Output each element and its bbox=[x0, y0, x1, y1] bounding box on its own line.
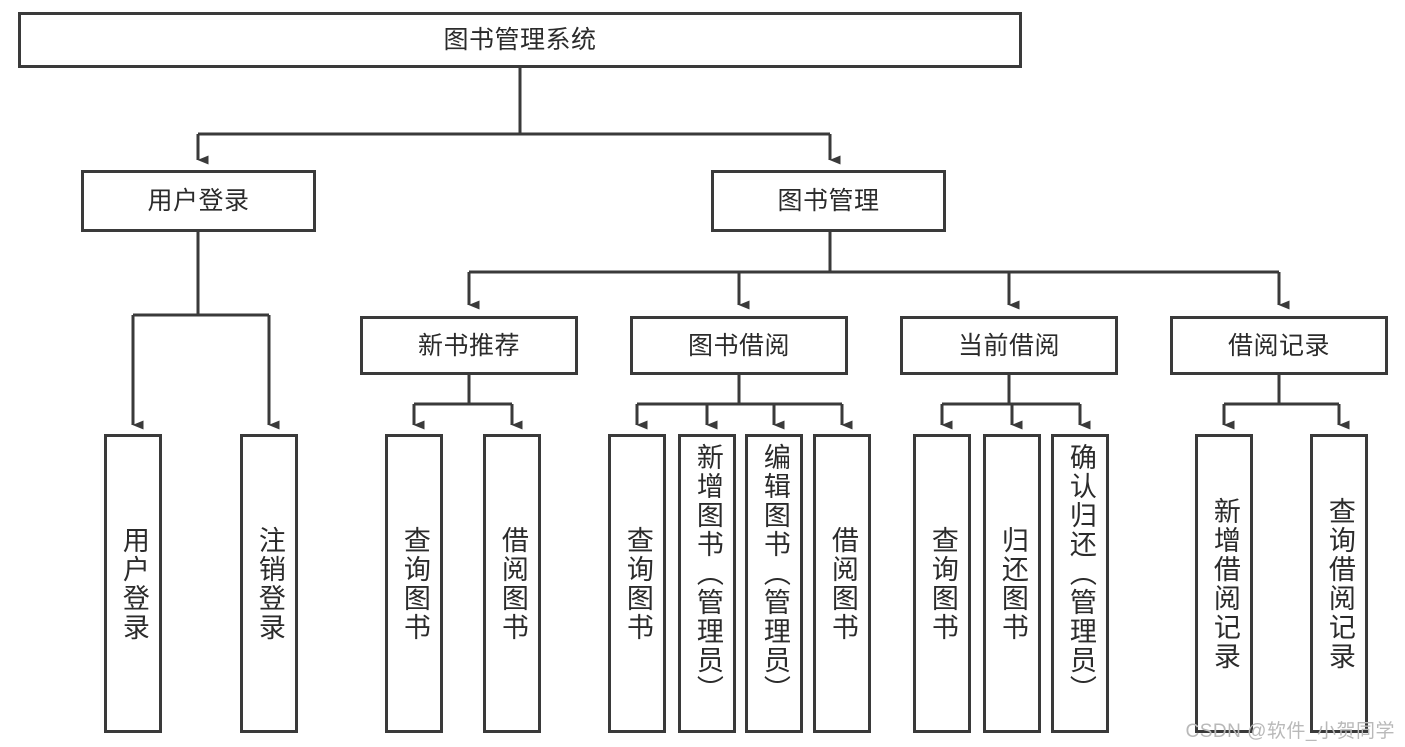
leaf-edit-book-admin[interactable]: 编辑图书（管理员） bbox=[745, 434, 803, 733]
node-label: 注销登录 bbox=[254, 525, 285, 642]
node-label: 借阅图书 bbox=[827, 525, 858, 642]
node-label: 查询图书 bbox=[927, 525, 958, 642]
node-label: 查询借阅记录 bbox=[1324, 496, 1355, 671]
node-label: 图书管理系统 bbox=[443, 26, 597, 54]
leaf-query-book-current[interactable]: 查询图书 bbox=[913, 434, 971, 733]
node-label: 确认归还（管理员） bbox=[1065, 443, 1096, 704]
node-label: 归还图书 bbox=[997, 525, 1028, 642]
node-label: 用户登录 bbox=[118, 525, 149, 642]
leaf-query-borrow-record[interactable]: 查询借阅记录 bbox=[1310, 434, 1368, 733]
leaf-logout[interactable]: 注销登录 bbox=[240, 434, 298, 733]
leaf-borrow-book[interactable]: 借阅图书 bbox=[813, 434, 871, 733]
node-book-management[interactable]: 图书管理 bbox=[711, 170, 946, 232]
node-label: 借阅图书 bbox=[497, 525, 528, 642]
node-root-system[interactable]: 图书管理系统 bbox=[18, 12, 1022, 68]
node-new-book-recommend[interactable]: 新书推荐 bbox=[360, 316, 578, 375]
node-current-borrow[interactable]: 当前借阅 bbox=[900, 316, 1118, 375]
node-label: 新增图书（管理员） bbox=[692, 443, 723, 704]
node-label: 借阅记录 bbox=[1227, 331, 1330, 360]
node-label: 新书推荐 bbox=[417, 331, 520, 360]
node-label: 图书管理 bbox=[777, 187, 880, 215]
node-borrow-record[interactable]: 借阅记录 bbox=[1170, 316, 1388, 375]
node-book-borrow[interactable]: 图书借阅 bbox=[630, 316, 848, 375]
node-label: 查询图书 bbox=[622, 525, 653, 642]
node-user-login[interactable]: 用户登录 bbox=[81, 170, 316, 232]
leaf-add-book-admin[interactable]: 新增图书（管理员） bbox=[678, 434, 736, 733]
leaf-query-book-borrow[interactable]: 查询图书 bbox=[608, 434, 666, 733]
node-label: 新增借阅记录 bbox=[1209, 496, 1240, 671]
leaf-return-book[interactable]: 归还图书 bbox=[983, 434, 1041, 733]
leaf-borrow-book-recommend[interactable]: 借阅图书 bbox=[483, 434, 541, 733]
node-label: 查询图书 bbox=[399, 525, 430, 642]
node-label: 用户登录 bbox=[147, 187, 250, 215]
leaf-add-borrow-record[interactable]: 新增借阅记录 bbox=[1195, 434, 1253, 733]
leaf-confirm-return-admin[interactable]: 确认归还（管理员） bbox=[1051, 434, 1109, 733]
leaf-user-login[interactable]: 用户登录 bbox=[104, 434, 162, 733]
node-label: 编辑图书（管理员） bbox=[759, 443, 790, 704]
node-label: 当前借阅 bbox=[957, 331, 1060, 360]
watermark-text: CSDN @软件_小贺同学 bbox=[1185, 721, 1395, 742]
leaf-query-book-recommend[interactable]: 查询图书 bbox=[385, 434, 443, 733]
node-label: 图书借阅 bbox=[687, 331, 790, 360]
